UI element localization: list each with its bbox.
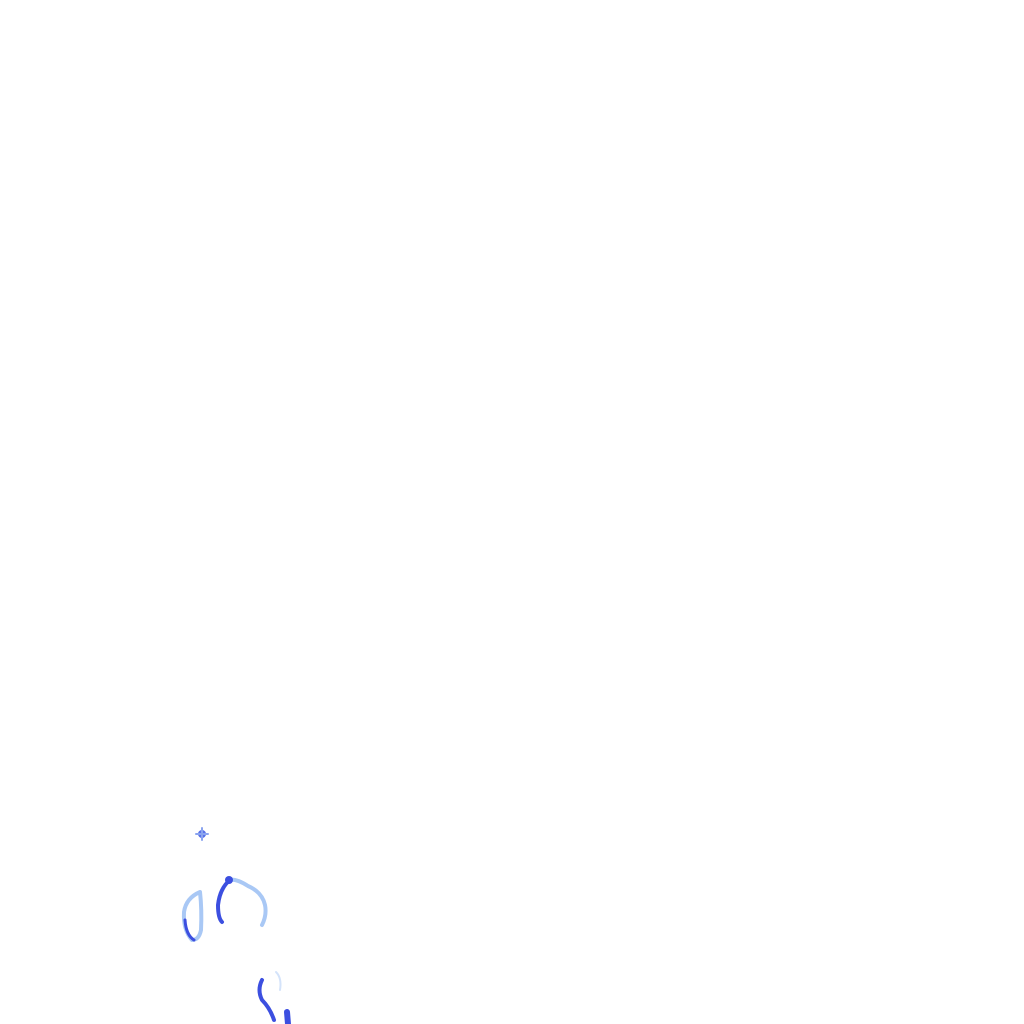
arch-dot [225, 876, 233, 884]
left-loop-dark-stroke [183, 918, 196, 942]
bottom-light-stroke [275, 971, 282, 991]
bottom-dark-stroke [257, 978, 276, 1022]
star-mark [195, 827, 209, 841]
arch-dark-stroke [216, 878, 232, 924]
arch-light-stroke [226, 877, 268, 927]
bottom-right-dark-stroke [284, 1009, 291, 1024]
